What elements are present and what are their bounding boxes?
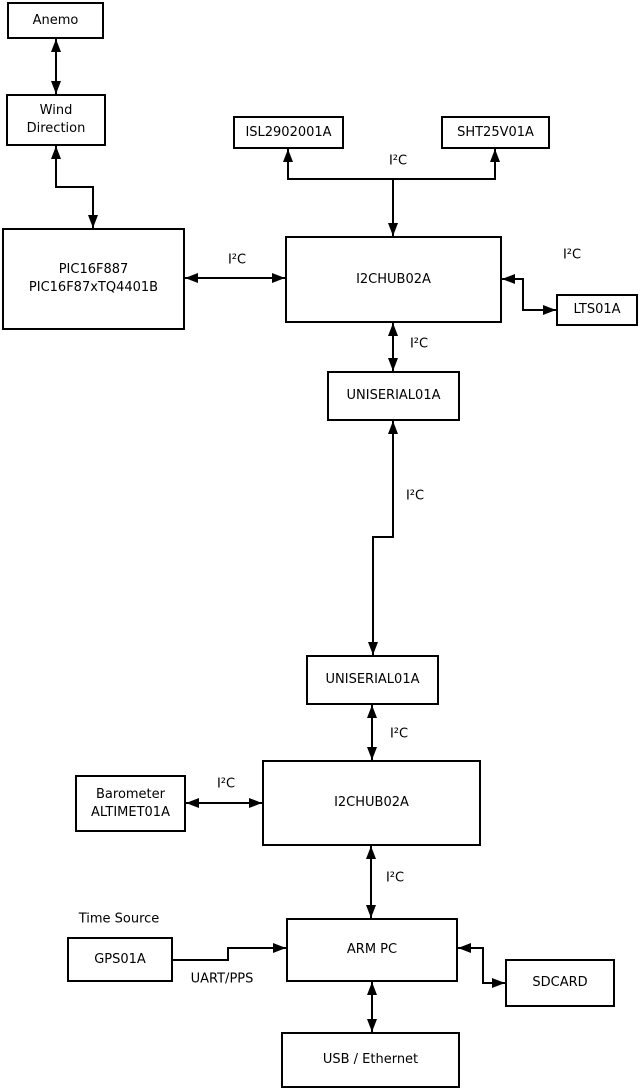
arrowhead-end-hub1-lts (543, 305, 556, 315)
arrowhead-end-uniserial1-uniserial2 (368, 642, 378, 655)
arrowhead-end-armpc-usb (367, 1019, 377, 1032)
edge-armpc-sdcard (458, 947, 505, 984)
edge-label-barometer-hub2: I²C (217, 777, 235, 792)
node-lts01a: LTS01A (556, 294, 638, 326)
node-anemo: Anemo (7, 2, 104, 39)
edge-hub1-lts (502, 278, 556, 311)
arrowhead-start-armpc-sdcard (458, 943, 471, 953)
edge-winddir-pic (55, 146, 94, 228)
node-usb-ethernet-label: USB / Ethernet (322, 1052, 419, 1068)
edge-label-uniserial1-uniserial2: I²C (406, 489, 424, 504)
node-isl2902001a: ISL2902001A (233, 116, 344, 149)
arrowhead-start-hub1-lts (502, 274, 515, 284)
node-i2chub02a-2: I2CHUB02A (262, 760, 481, 846)
node-barometer-label-2: ALTIMET01A (91, 804, 170, 820)
node-usb-ethernet: USB / Ethernet (281, 1032, 460, 1088)
node-wind-direction-label-1: Wind (39, 103, 73, 119)
arrowhead-end-pic-hub1 (272, 273, 285, 283)
node-sdcard: SDCARD (505, 959, 615, 1007)
arrowhead-end-armpc-sdcard (492, 978, 505, 988)
arrowhead-start-isl-hub1 (283, 149, 293, 162)
arrowhead-start-pic-hub1 (185, 273, 198, 283)
node-uniserial01a-2-label: UNISERIAL01A (325, 672, 420, 688)
node-gps01a-label: GPS01A (94, 951, 146, 967)
node-wind-direction: Wind Direction (6, 94, 106, 146)
arrowhead-end-hub2-armpc (366, 905, 376, 918)
node-sht25v01a-label: SHT25V01A (457, 124, 534, 140)
edge-label-hub2-armpc: I²C (386, 871, 404, 886)
node-i2chub02a-2-label: I2CHUB02A (334, 795, 409, 811)
node-lts01a-label: LTS01A (573, 302, 621, 318)
node-arm-pc-label: ARM PC (346, 942, 398, 958)
arrowhead-start-uniserial1-uniserial2 (388, 421, 398, 434)
edge-label-hub1-lts: I²C (563, 248, 581, 263)
node-i2chub02a-1: I2CHUB02A (285, 236, 502, 323)
arrowhead-start-barometer-hub2 (186, 798, 199, 808)
node-uniserial01a-1: UNISERIAL01A (327, 371, 460, 421)
arrowhead-end-hub1-sht (490, 149, 500, 162)
arrowhead-start-uniserial2-hub2 (367, 705, 377, 718)
edge-label-isl-hub1: I²C (389, 154, 407, 169)
node-wind-direction-label-2: Direction (26, 121, 86, 136)
node-pic16f887-label-2: PIC16F87xTQ4401B (28, 280, 159, 295)
node-sht25v01a: SHT25V01A (441, 116, 550, 149)
edge-hub1-sht (393, 149, 496, 180)
arrowhead-end-uniserial2-hub2 (367, 747, 377, 760)
edge-uniserial1-uniserial2 (372, 421, 394, 655)
node-anemo-label: Anemo (32, 12, 79, 28)
edge-gps-armpc (173, 947, 286, 961)
node-isl2902001a-label: ISL2902001A (245, 124, 332, 140)
node-gps01a: GPS01A (67, 937, 173, 982)
node-pic16f887: PIC16F887 PIC16F87xTQ4401B (2, 228, 185, 330)
arrowhead-start-anemo-winddir (51, 39, 61, 52)
label-time-source: Time Source (78, 912, 160, 927)
arrowhead-end-gps-armpc (273, 943, 286, 953)
node-arm-pc: ARM PC (286, 918, 458, 982)
node-sdcard-label: SDCARD (532, 975, 588, 991)
node-uniserial01a-1-label: UNISERIAL01A (346, 388, 441, 404)
edge-isl-hub1 (287, 149, 394, 236)
arrowhead-start-armpc-usb (367, 982, 377, 995)
arrowhead-start-winddir-pic (51, 146, 61, 159)
arrowhead-end-winddir-pic (88, 215, 98, 228)
edge-label-uniserial2-hub2: I²C (390, 727, 408, 742)
arrowhead-end-barometer-hub2 (249, 798, 262, 808)
node-pic16f887-label-1: PIC16F887 (58, 262, 129, 278)
arrowhead-end-hub1-uniserial1 (388, 358, 398, 371)
node-barometer-altimet01a: Barometer ALTIMET01A (75, 775, 186, 832)
edge-label-hub1-uniserial1: I²C (410, 337, 428, 352)
arrowhead-start-hub1-uniserial1 (388, 323, 398, 336)
edge-label-gps-armpc: UART/PPS (191, 972, 254, 987)
edge-label-pic-hub1: I²C (228, 253, 246, 268)
node-barometer-label-1: Barometer (96, 786, 165, 802)
arrowhead-start-hub2-armpc (366, 846, 376, 859)
arrowhead-end-isl-hub1 (388, 223, 398, 236)
node-i2chub02a-1-label: I2CHUB02A (356, 271, 431, 287)
arrowhead-end-anemo-winddir (51, 81, 61, 94)
node-uniserial01a-2: UNISERIAL01A (306, 655, 439, 705)
